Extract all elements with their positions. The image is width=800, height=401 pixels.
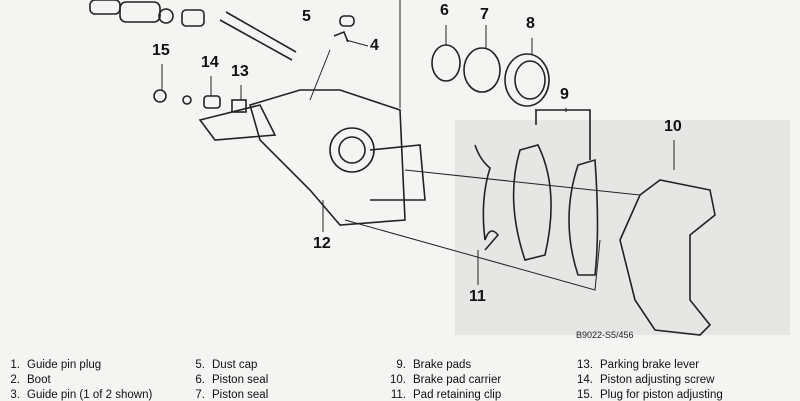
brake-pad-carrier: [619, 179, 716, 336]
brake-pads: [512, 109, 599, 276]
legend-item: 6.Piston seal: [195, 374, 269, 386]
caliper-body: [198, 89, 426, 226]
callout-4: 4: [370, 37, 379, 54]
callout-12: 12: [313, 235, 331, 252]
legend-item: 7.Piston seal: [195, 389, 269, 401]
seals: [431, 44, 550, 107]
guide-pin-parts: [89, 0, 297, 61]
pad-retaining-clip: [474, 144, 500, 251]
figure-code: B9022-S5/456: [576, 330, 634, 340]
brake-caliper-exploded-diagram: [89, 0, 716, 336]
legend-item: 1.Guide pin plug: [10, 359, 102, 371]
legend-item: 10.Brake pad carrier: [390, 374, 502, 386]
callout-8: 8: [526, 15, 535, 32]
background-shading: [455, 120, 790, 335]
leader-lines: [161, 0, 675, 291]
legend-item: 15.Plug for piston adjusting: [577, 389, 723, 401]
callout-10: 10: [664, 118, 682, 135]
callout-11: 11: [469, 288, 486, 305]
small-parts: [153, 15, 355, 113]
callout-15: 15: [152, 42, 170, 59]
callout-14: 14: [201, 54, 219, 71]
callout-6: 6: [440, 2, 449, 19]
legend-item: 5.Dust cap: [195, 359, 258, 371]
legend-item: 3.Guide pin (1 of 2 shown): [10, 389, 153, 401]
legend-item: 9.Brake pads: [396, 359, 472, 371]
legend-item: 13.Parking brake lever: [577, 359, 700, 371]
callout-9: 9: [560, 86, 569, 103]
legend-item: 11.Pad retaining clip: [390, 389, 502, 401]
legend-item: 2.Boot: [10, 374, 51, 386]
legend-item: 14.Piston adjusting screw: [577, 374, 715, 386]
callout-13: 13: [231, 63, 249, 80]
parts-legend: 1.Guide pin plug 2.Boot 3.Guide pin (1 o…: [0, 358, 800, 401]
callout-5: 5: [302, 8, 311, 25]
callout-7: 7: [480, 6, 489, 23]
